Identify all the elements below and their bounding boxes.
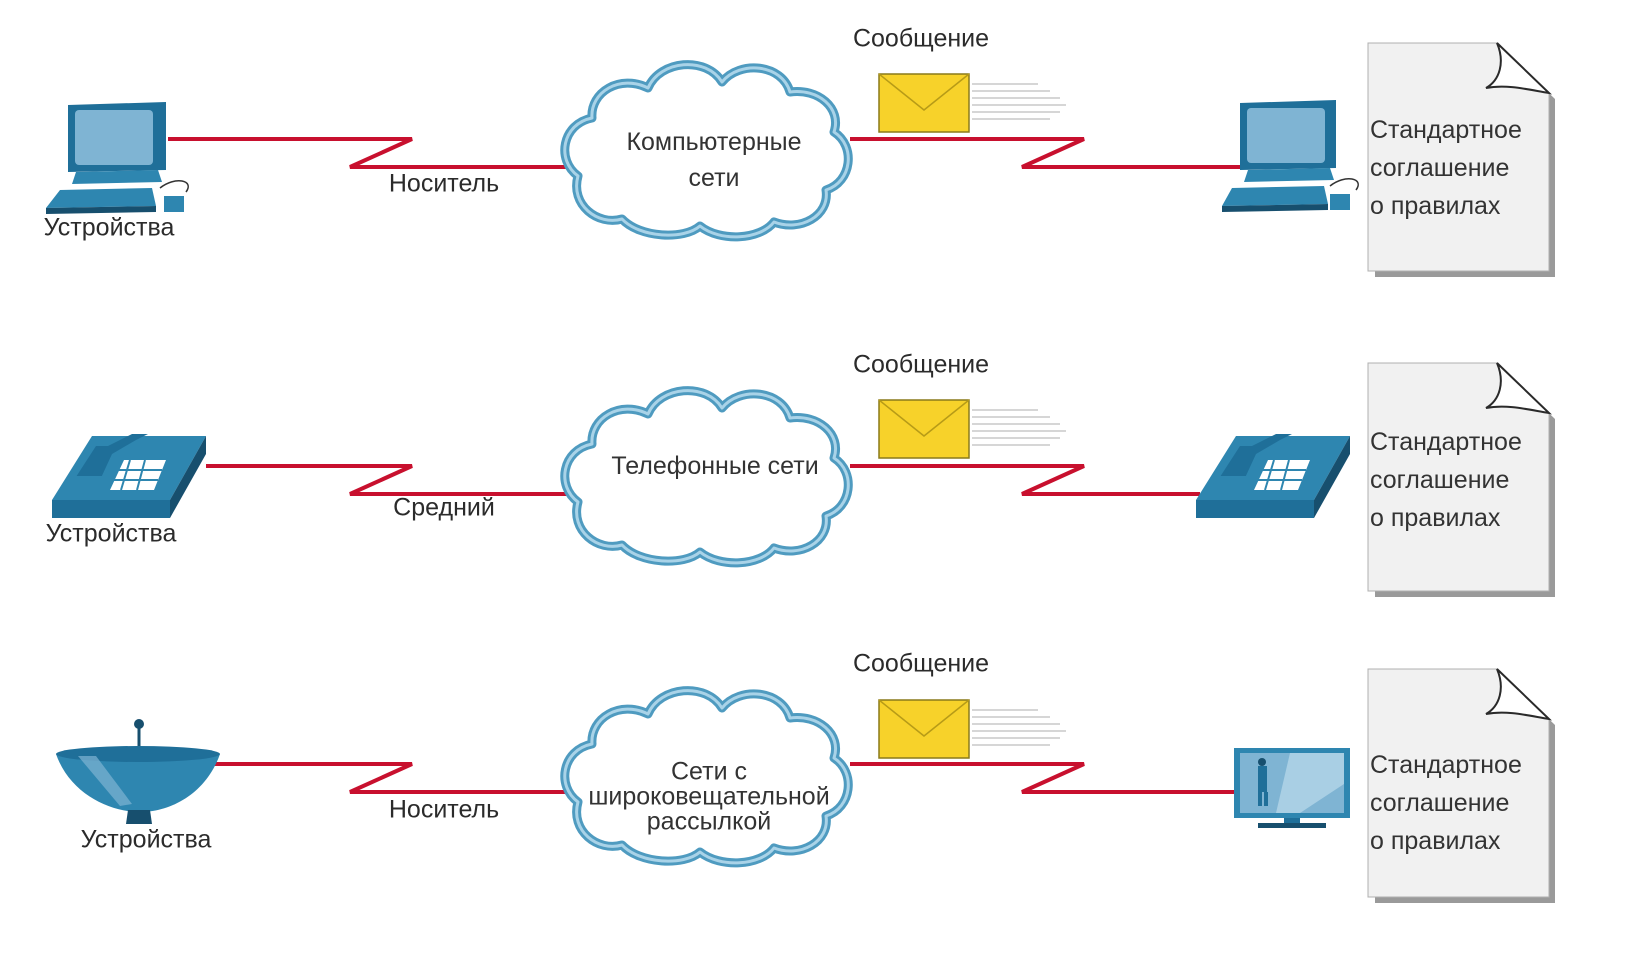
source-device-label: Устройства xyxy=(80,825,212,854)
protocol-document-icon xyxy=(1367,668,1555,903)
medium-link xyxy=(168,137,570,169)
document-line: о правилах xyxy=(1370,192,1501,220)
row-telephone-networks: Устройства Средний Сообщение Телефонные … xyxy=(0,320,1633,650)
cloud-line: широковещательной xyxy=(588,782,830,811)
protocol-document-icon xyxy=(1367,362,1555,597)
telephone-icon xyxy=(1196,434,1350,518)
cloud-line: Телефонные сети xyxy=(611,451,819,480)
medium-link xyxy=(206,464,570,496)
row-links xyxy=(52,362,1555,597)
row-broadcast-networks: Устройства Носитель Сообщение Сети с шир… xyxy=(0,634,1633,964)
protocol-document-icon xyxy=(1367,42,1555,277)
desktop-computer-icon xyxy=(46,102,189,214)
message-envelope-icon xyxy=(878,73,1066,133)
television-icon xyxy=(1234,748,1350,828)
network-cloud-label: Компьютерные сети xyxy=(626,124,801,197)
protocol-document-text: Стандартное соглашение о правилах xyxy=(1370,746,1522,860)
message-envelope-icon xyxy=(878,399,1066,459)
medium-link xyxy=(214,762,570,794)
protocol-document-text: Стандартное соглашение о правилах xyxy=(1370,111,1522,225)
medium-label: Средний xyxy=(393,493,495,522)
message-label: Сообщение xyxy=(852,649,990,678)
medium-label: Носитель xyxy=(388,795,500,824)
document-line: соглашение xyxy=(1370,466,1510,494)
message-link xyxy=(850,464,1200,496)
document-line: о правилах xyxy=(1370,504,1501,532)
medium-label: Носитель xyxy=(388,169,500,198)
message-label: Сообщение xyxy=(852,350,990,379)
cloud-icon xyxy=(560,386,853,568)
desktop-computer-icon xyxy=(1222,100,1359,212)
cloud-line: Сети с xyxy=(671,757,747,786)
cloud-line: рассылкой xyxy=(646,807,772,836)
message-envelope-icon xyxy=(878,699,1066,759)
source-device-label: Устройства xyxy=(43,213,175,242)
document-line: о правилах xyxy=(1370,827,1501,855)
network-cloud-label: Телефонные сети xyxy=(611,448,818,484)
network-cloud-label: Сети с широковещательной рассылкой xyxy=(588,757,830,836)
document-line: соглашение xyxy=(1370,789,1510,817)
document-line: соглашение xyxy=(1370,154,1510,182)
message-link xyxy=(850,762,1236,794)
satellite-dish-icon xyxy=(56,719,220,824)
document-line: Стандартное xyxy=(1370,116,1522,144)
protocol-document-text: Стандартное соглашение о правилах xyxy=(1370,423,1522,537)
telephone-icon xyxy=(52,434,206,518)
row-links xyxy=(46,42,1555,277)
row-links xyxy=(56,668,1555,903)
message-link xyxy=(850,137,1240,169)
document-line: Стандартное xyxy=(1370,751,1522,779)
cloud-line: Компьютерные xyxy=(626,127,802,156)
document-line: Стандартное xyxy=(1370,428,1522,456)
cloud-icon xyxy=(560,686,853,868)
cloud-line: сети xyxy=(688,164,740,192)
source-device-label: Устройства xyxy=(45,519,177,548)
row-computer-networks: Устройства Носитель Сообщение Компьютерн… xyxy=(0,0,1633,330)
message-label: Сообщение xyxy=(852,24,990,53)
cloud-icon xyxy=(560,60,853,242)
